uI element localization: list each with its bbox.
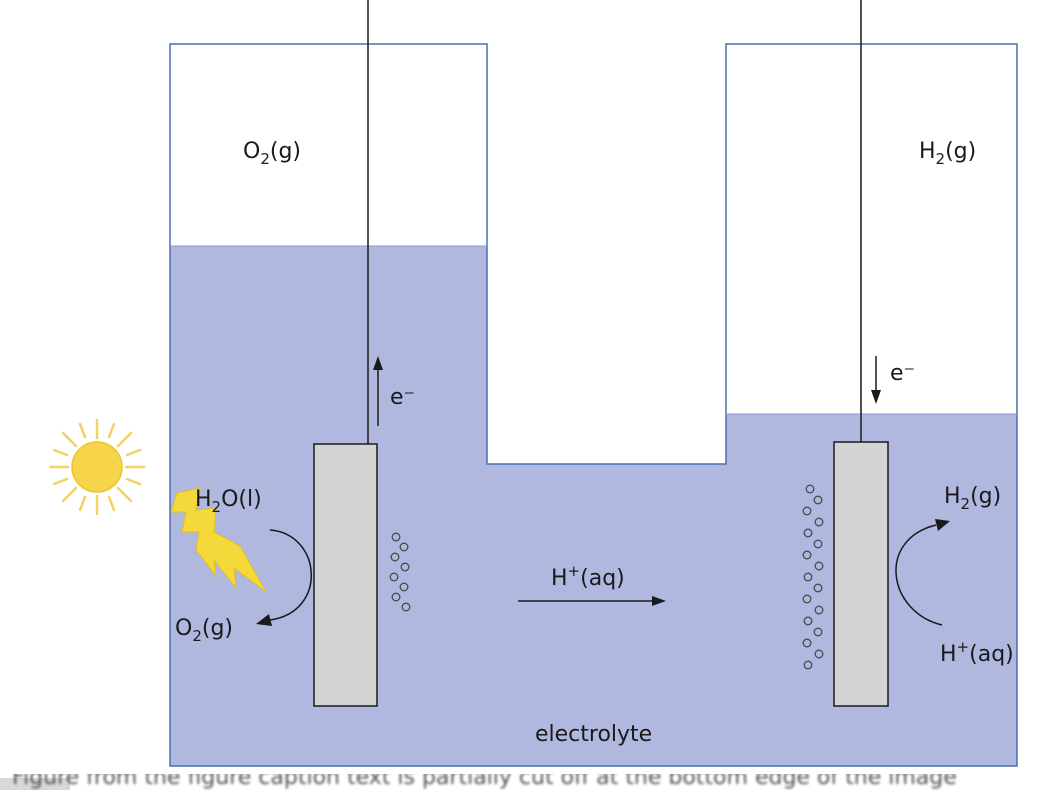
- photoanode-electrode: [313, 443, 378, 707]
- electron-arrow-up-head: [373, 356, 383, 370]
- cell-vessel-outline: [169, 43, 1018, 767]
- water-label: H2O(l): [195, 487, 262, 516]
- sun-icon: [48, 418, 146, 516]
- caption-marker: [0, 778, 70, 790]
- oxygen-bubbles: [389, 532, 411, 612]
- electron-label-left: e⁻: [390, 385, 415, 410]
- proton-reactant-label: H+(aq): [940, 638, 1014, 667]
- oxygen-gas-label-top: O2(g): [243, 139, 301, 168]
- electrolyte-liquid: [170, 246, 1017, 766]
- cathode-reaction-arrow-head: [935, 519, 950, 531]
- hydrogen-gas-label-top: H2(g): [919, 139, 976, 168]
- cathode-reaction-curve: [895, 524, 943, 626]
- electron-label-right: e⁻: [890, 361, 915, 386]
- oxygen-product-label: O2(g): [175, 616, 233, 645]
- hydrogen-bubbles: [802, 484, 824, 670]
- anode-reaction-curve: [269, 529, 312, 621]
- cathode-electrode: [833, 441, 889, 707]
- anode-reaction-arrow-head: [256, 614, 272, 626]
- lightning-bolt-icon: [170, 487, 267, 593]
- figure-caption-strip: Figure from the figure caption text is p…: [0, 774, 1053, 793]
- proton-transfer-label: H+(aq): [551, 562, 625, 591]
- hydrogen-product-label: H2(g): [944, 484, 1001, 513]
- electron-arrow-down-head: [871, 390, 881, 404]
- figure-caption: Figure from the figure caption text is p…: [12, 774, 957, 790]
- proton-transfer-arrow-head: [652, 596, 666, 606]
- electrolyte-label: electrolyte: [535, 722, 652, 747]
